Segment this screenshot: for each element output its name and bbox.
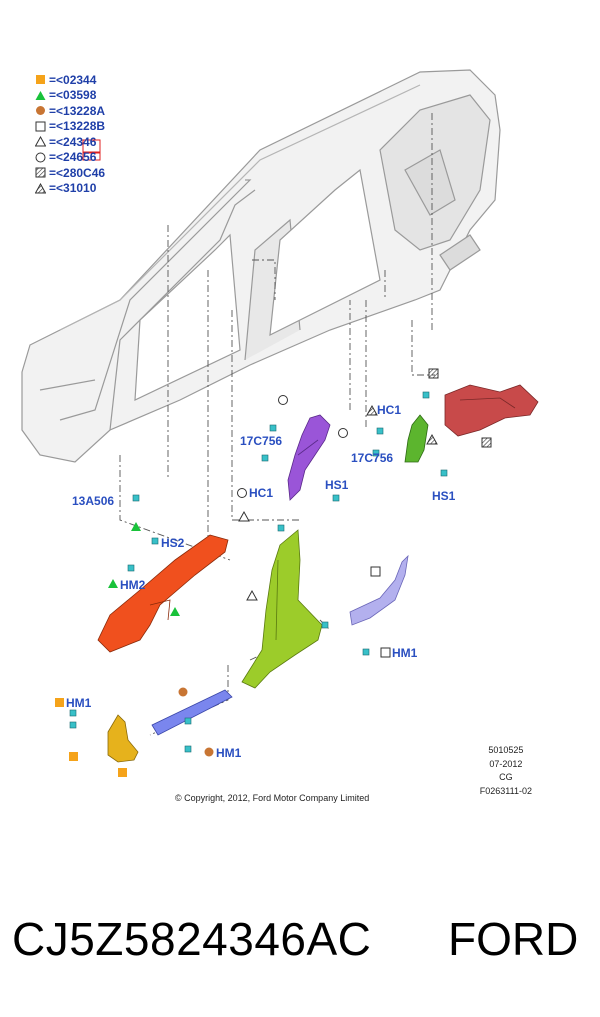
callout-hc1-left: HC1 <box>249 486 274 500</box>
legend-row: =<31010 <box>35 181 105 197</box>
callout-hc1-right: HC1 <box>377 403 402 417</box>
callout-hm2: HM2 <box>120 578 146 592</box>
highlight-boxes <box>82 139 101 161</box>
diagram-meta: 5010525 07-2012 CG F0263111-02 <box>480 744 532 798</box>
meta-line: F0263111-02 <box>479 785 532 796</box>
b-pillar-upper-trim-purple <box>287 414 331 501</box>
open-triangle-icon <box>35 136 46 147</box>
hatched-triangle-icon <box>35 182 46 194</box>
legend-row: =<02344 <box>35 72 105 88</box>
meta-line: 07-2012 <box>489 758 523 769</box>
front-sill-trim-blue <box>151 689 233 736</box>
symbol-legend: =<02344 =<03598 =<13228A =<13228B =<2434… <box>35 72 105 196</box>
filled-circle-icon <box>36 106 45 116</box>
legend-text: =<03598 <box>49 88 97 103</box>
part-number: CJ5Z5824346AC <box>12 913 372 965</box>
callout-hs1-right: HS1 <box>432 489 456 503</box>
legend-text: =<02344 <box>49 72 97 87</box>
callout-hs2: HS2 <box>161 536 185 550</box>
legend-text: =<24346 <box>49 134 97 149</box>
open-square-icon <box>35 121 46 132</box>
callout-hm1-right: HM1 <box>392 646 418 660</box>
c-pillar-trim-green <box>404 414 429 463</box>
callout-hs1-mid: HS1 <box>325 478 349 492</box>
open-circle-icon <box>35 152 46 163</box>
callout-17c756-right: 17C756 <box>351 451 394 465</box>
legend-text: =<31010 <box>49 181 97 196</box>
legend-row: =<03598 <box>35 88 105 104</box>
exploded-parts-diagram <box>21 69 539 777</box>
legend-row: =<24346 <box>35 134 105 150</box>
legend-text: =<24656 <box>49 150 97 165</box>
meta-line: 5010525 <box>488 745 524 755</box>
kick-panel-trim-yellow <box>107 714 139 763</box>
legend-text: =<13228A <box>49 103 106 118</box>
clips <box>69 391 448 753</box>
legend-text: =<280C46 <box>49 165 106 180</box>
legend-text: =<13228B <box>49 119 106 134</box>
callout-hm1-left: HM1 <box>66 696 92 710</box>
b-pillar-lower-trim-green <box>241 529 323 689</box>
callout-13a506: 13A506 <box>72 494 115 508</box>
brand-name: FORD <box>448 913 579 965</box>
fastener-symbols <box>55 368 492 777</box>
copyright-notice: © Copyright, 2012, Ford Motor Company Li… <box>175 793 370 803</box>
a-pillar-lower-trim-orange <box>97 534 229 653</box>
meta-line: CG <box>499 772 513 782</box>
filled-square-icon <box>36 75 45 85</box>
legend-row: =<24656 <box>35 150 105 166</box>
body-side-frame <box>21 69 501 463</box>
rear-sill-trim-lavender <box>349 554 409 626</box>
legend-row: =<280C46 <box>35 165 105 181</box>
legend-row: =<13228B <box>35 119 105 135</box>
rear-quarter-trim-red <box>444 384 539 437</box>
filled-triangle-icon <box>35 90 46 100</box>
hatched-square-icon <box>35 167 46 178</box>
callout-hm1-bottom: HM1 <box>216 746 242 760</box>
legend-row: =<13228A <box>35 103 105 119</box>
callout-17c756-left: 17C756 <box>240 434 283 448</box>
